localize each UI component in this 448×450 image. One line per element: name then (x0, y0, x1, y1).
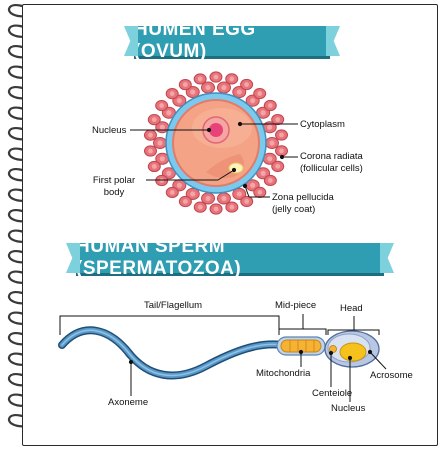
label-corona-radiata: Corona radiata (300, 151, 363, 162)
label-first-polar-body: body (103, 187, 125, 198)
label-mid-piece: Mid-piece (275, 300, 317, 311)
label-corona-sub: (follicular cells) (300, 163, 363, 174)
label-axoneme: Axoneme (108, 397, 149, 408)
sperm-title: HUMAN SPERM (SPERMATOZOA) (76, 236, 242, 279)
corona-radiata-cells (143, 71, 289, 215)
label-sperm-nucleus: Nucleus (331, 403, 366, 414)
egg-leader-lines (130, 121, 298, 198)
egg-illustration (143, 71, 289, 215)
egg-title: HUMEN EGG (OVUM) (134, 19, 256, 62)
label-head: Head (340, 303, 363, 314)
label-mitochondria: Mitochondria (256, 368, 311, 379)
label-cytoplasm: Cytoplasm (300, 119, 345, 130)
label-acrosome: Acrosome (370, 370, 413, 381)
sperm-illustration (58, 326, 380, 380)
sperm-title-banner: HUMAN SPERM (SPERMATOZOA) (76, 236, 384, 279)
label-centriole: Centeiole (312, 388, 353, 399)
sperm-tail (59, 327, 285, 378)
label-zona-pellucida: Zona pellucida (272, 192, 334, 203)
label-egg-nucleus: Nucleus (92, 125, 127, 136)
egg-title-banner: HUMEN EGG (OVUM) (134, 19, 330, 62)
label-first-polar: First polar (92, 175, 136, 186)
label-tail: Tail/Flagellum (144, 300, 203, 311)
sperm-leader-lines (59, 314, 387, 402)
sperm-nucleus (339, 342, 367, 362)
label-zona-sub: (jelly coat) (272, 204, 316, 215)
